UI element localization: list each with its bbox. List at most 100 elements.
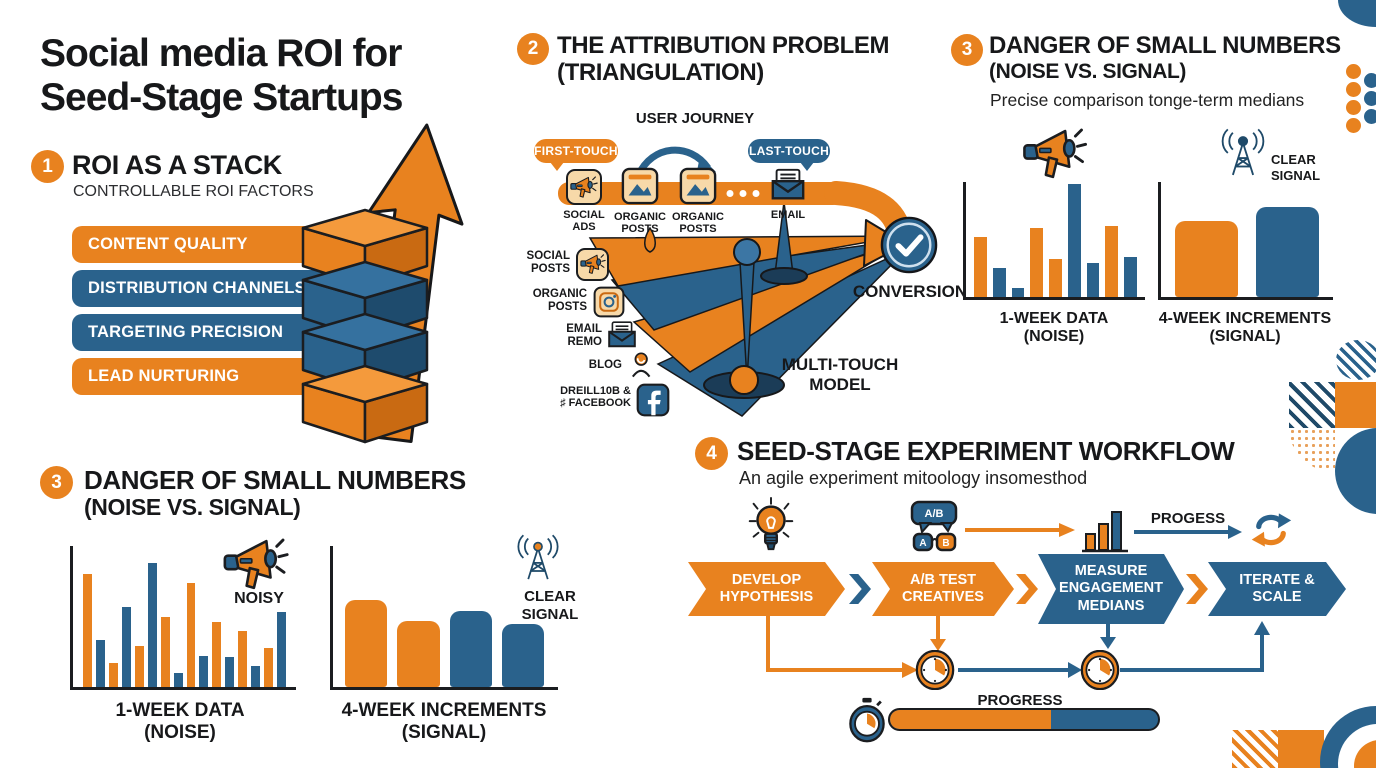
bar xyxy=(264,647,274,687)
section4-subheading: An agile experiment mitoology insomestho… xyxy=(739,468,1088,488)
bar xyxy=(449,610,492,687)
bar xyxy=(501,623,544,687)
instagram-icon xyxy=(593,286,625,318)
bar xyxy=(397,620,440,687)
step-measure-engagement: MEASURE ENGAGEMENT MEDIANS xyxy=(1038,554,1184,624)
chart-label-line: 4-WEEK INCREMENTS xyxy=(1158,310,1332,327)
channel-label-blog: BLOG xyxy=(542,359,622,372)
section2-heading-line1: THE ATTRIBUTION PROBLEM xyxy=(557,32,890,59)
bar xyxy=(1067,184,1081,297)
bar xyxy=(186,582,196,687)
journey-step-label: ORGANIC POSTS xyxy=(669,211,727,236)
antenna-icon xyxy=(1216,126,1270,180)
journey-step-line: POSTS xyxy=(621,223,659,236)
channel-line: BLOG xyxy=(588,359,622,371)
clear-signal-label-top: CLEAR SIGNAL xyxy=(1271,152,1320,183)
chart-label-line: (NOISE) xyxy=(144,722,216,744)
chart-label-line: (SIGNAL) xyxy=(1209,328,1281,346)
bar xyxy=(992,268,1006,297)
check-circle-icon xyxy=(880,216,938,274)
bar xyxy=(225,657,235,687)
email-icon xyxy=(606,320,638,350)
step-line: ITERATE & xyxy=(1239,571,1315,588)
section3-top-heading-line2: (NOISE VS. SIGNAL) xyxy=(989,59,1186,83)
step-line: HYPOTHESIS xyxy=(719,589,814,605)
bar xyxy=(212,622,222,687)
chart-signal-large xyxy=(330,546,558,690)
chart-label-line: 4-WEEK INCREMENTS xyxy=(341,700,547,721)
chart-noise-large xyxy=(70,546,296,690)
bar xyxy=(83,574,92,687)
megaphone-illustration xyxy=(1022,128,1088,186)
chart-label-line: 1-WEEK DATA xyxy=(115,700,245,721)
conversion-check xyxy=(880,216,938,279)
conversion-label: CONVERSION xyxy=(852,282,968,301)
refresh-icon xyxy=(1250,510,1292,550)
channel-line: DREILL10B & xyxy=(560,385,631,397)
section3-bottom-heading: DANGER OF SMALL NUMBERS (NOISE VS. SIGNA… xyxy=(84,465,466,521)
section4-heading: SEED-STAGE EXPERIMENT WORKFLOW xyxy=(737,436,1235,466)
section2-number-badge: 2 xyxy=(517,33,549,65)
section3-top-subheading: Precise comparison tonge-term medians xyxy=(990,90,1305,110)
antenna-icon xyxy=(512,532,564,584)
channel-label-social-posts: SOCIAL POSTS xyxy=(490,250,570,276)
section3-bottom-heading-line2: (NOISE VS. SIGNAL) xyxy=(84,494,301,521)
section3-top-number: 3 xyxy=(961,39,973,60)
section1-heading: ROI AS A STACK xyxy=(72,150,282,180)
bar xyxy=(108,663,118,687)
bar xyxy=(345,599,388,687)
bar xyxy=(1030,228,1044,297)
step-line: MEDIANS xyxy=(1077,597,1145,614)
ab-bubble-text: A/B xyxy=(925,508,944,520)
bar-chart-icon xyxy=(1082,506,1130,554)
bar xyxy=(1256,207,1319,297)
megaphone-icon xyxy=(570,176,598,199)
channel-line: ORGANIC xyxy=(532,288,587,300)
last-touch-badge: LAST-TOUCH xyxy=(748,139,830,171)
section3-top-heading-line1: DANGER OF SMALL NUMBERS xyxy=(989,32,1341,59)
page-title: Social media ROI for Seed-Stage Startups xyxy=(40,32,403,119)
flow-arrow-right-blue xyxy=(1134,525,1242,539)
bar xyxy=(277,612,286,687)
journey-step-line: EMAIL xyxy=(770,209,806,221)
channel-label-facebook: DREILL10B & ♯ FACEBOOK xyxy=(535,385,631,410)
megaphone-icon xyxy=(222,538,290,592)
noisy-megaphone-illustration xyxy=(222,538,290,597)
chart-signal-small-label: 4-WEEK INCREMENTS (SIGNAL) xyxy=(1150,310,1340,347)
bar xyxy=(1011,287,1025,297)
person-icon xyxy=(627,350,657,380)
section1-number: 1 xyxy=(42,155,53,177)
journey-organic-posts-2-iconbox xyxy=(679,167,717,210)
roi-stack-arrow-illustration xyxy=(301,123,464,444)
facebook-icon xyxy=(636,383,670,417)
channel-organic-posts-iconbox xyxy=(593,286,625,323)
user-journey-label: USER JOURNEY xyxy=(635,110,755,127)
decor-dotted-quarter xyxy=(1289,428,1335,472)
bar xyxy=(1124,256,1138,297)
step-line: DEVELOP xyxy=(731,571,802,588)
progress-bar xyxy=(888,708,1160,731)
page-title-line2: Seed-Stage Startups xyxy=(40,75,403,119)
idea-illustration xyxy=(745,496,797,559)
clear-signal-label-bottom: CLEAR SIGNAL xyxy=(505,588,595,624)
step-line: CREATIVES xyxy=(902,589,984,605)
clock-icon xyxy=(1080,650,1120,690)
clear-signal-line: SIGNAL xyxy=(1271,167,1321,183)
decor-blue-circle xyxy=(1335,428,1376,514)
clock-icon xyxy=(915,650,955,690)
email-icon xyxy=(769,167,807,203)
channel-social-posts-iconbox xyxy=(576,248,609,281)
journey-step-line: ADS xyxy=(572,221,596,234)
section2-number: 2 xyxy=(527,38,539,59)
journey-email-iconbox xyxy=(769,167,807,208)
ab-a-text: A xyxy=(919,538,926,549)
last-touch-label: LAST-TOUCH xyxy=(748,144,830,158)
channel-blog-iconbox xyxy=(627,350,657,385)
first-touch-label: FIRST-TOUCH xyxy=(534,144,618,158)
journey-social-ads-iconbox xyxy=(566,169,602,205)
channel-line: ♯ FACEBOOK xyxy=(560,397,631,410)
journey-step-label: EMAIL xyxy=(757,209,819,221)
section3-top-heading: DANGER OF SMALL NUMBERS (NOISE VS. SIGNA… xyxy=(989,32,1341,83)
chart-signal-large-label: 4-WEEK INCREMENTS (SIGNAL) xyxy=(330,700,558,744)
step-line: MEASURE xyxy=(1074,563,1148,580)
